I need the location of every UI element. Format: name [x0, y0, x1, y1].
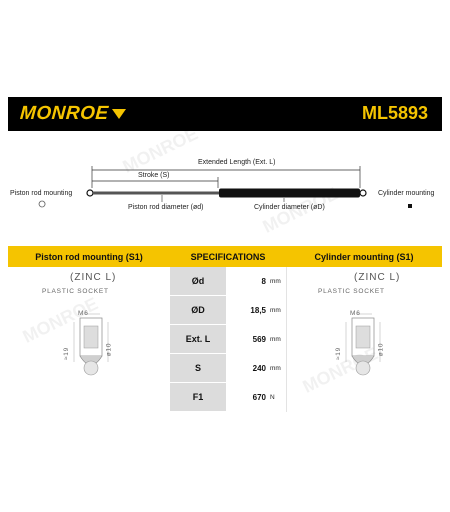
- spec-row-stroke: S 240 mm: [170, 354, 286, 383]
- spec-value: 18,5: [250, 306, 266, 315]
- column-divider: [286, 267, 287, 412]
- spec-row-cylinder-diameter: ØD 18,5 mm: [170, 296, 286, 325]
- piston-rod-diameter-label: Piston rod diameter (ød): [128, 204, 204, 211]
- left-diameter-label: ø10: [105, 342, 113, 357]
- spec-column: Ød 8 mm ØD 18,5 mm Ext. L 569 mm S 240 m…: [170, 267, 286, 412]
- spec-row-rod-diameter: Ød 8 mm: [170, 267, 286, 296]
- piston-rod: [93, 191, 219, 195]
- right-material-label: (ZINC L): [354, 272, 401, 283]
- right-socket-label: PLASTIC SOCKET: [318, 288, 385, 295]
- spec-value: 8: [261, 277, 266, 286]
- header-piston-rod-mounting: Piston rod mounting (S1): [8, 246, 170, 267]
- extended-length-label: Extended Length (Ext. L): [198, 159, 276, 166]
- brand-logo: MONROE: [19, 103, 126, 125]
- right-thread-label: M6: [350, 310, 361, 317]
- spec-value: 670: [252, 393, 266, 402]
- spec-unit: mm: [270, 278, 281, 285]
- header-bar: MONROE ML5893: [8, 97, 442, 131]
- spec-unit: N: [270, 394, 275, 401]
- right-socket-drawing: [345, 313, 381, 376]
- brand-logo-text: MONROE: [19, 103, 110, 124]
- logo-chevron-icon: [111, 109, 126, 119]
- spec-row-extended-length: Ext. L 569 mm: [170, 325, 286, 354]
- spec-value: 569: [252, 335, 266, 344]
- spec-key: Ext. L: [170, 325, 226, 354]
- gas-spring-diagram: Extended Length (Ext. L) Stroke (S) Pist…: [0, 140, 450, 230]
- cylinder-diameter-label: Cylinder diameter (øD): [254, 204, 325, 211]
- spec-value: 240: [252, 364, 266, 373]
- spec-key: F1: [170, 383, 226, 412]
- stroke-label: Stroke (S): [138, 172, 170, 179]
- left-length-label: ≈19: [63, 346, 71, 361]
- gas-spring-drawing: [38, 166, 412, 208]
- spec-table: Piston rod mounting (S1) SPECIFICATIONS …: [8, 246, 442, 412]
- spec-unit: mm: [270, 365, 281, 372]
- right-length-label: ≈19: [335, 346, 343, 361]
- spec-row-force: F1 670 N: [170, 383, 286, 412]
- left-material-label: (ZINC L): [70, 272, 117, 283]
- piston-mount-small-icon: [38, 200, 46, 208]
- cylinder-eye-icon: [359, 189, 367, 197]
- header-specifications: SPECIFICATIONS: [170, 246, 286, 267]
- cylinder-mounting-label: Cylinder mounting: [378, 190, 435, 197]
- cylinder-body: [219, 188, 360, 198]
- part-number: ML5893: [361, 103, 428, 123]
- right-diameter-label: ø10: [377, 342, 385, 357]
- cylinder-mount-small-icon: [408, 204, 412, 208]
- spec-key: Ød: [170, 267, 226, 296]
- spec-key: ØD: [170, 296, 226, 325]
- spec-key: S: [170, 354, 226, 383]
- spec-unit: mm: [270, 336, 281, 343]
- left-thread-label: M6: [78, 310, 89, 317]
- spec-unit: mm: [270, 307, 281, 314]
- header-cylinder-mounting: Cylinder mounting (S1): [286, 246, 442, 267]
- piston-rod-mounting-label: Piston rod mounting: [10, 190, 73, 197]
- left-socket-label: PLASTIC SOCKET: [42, 288, 109, 295]
- rod-eye-icon: [86, 189, 94, 197]
- left-socket-drawing: [73, 313, 109, 376]
